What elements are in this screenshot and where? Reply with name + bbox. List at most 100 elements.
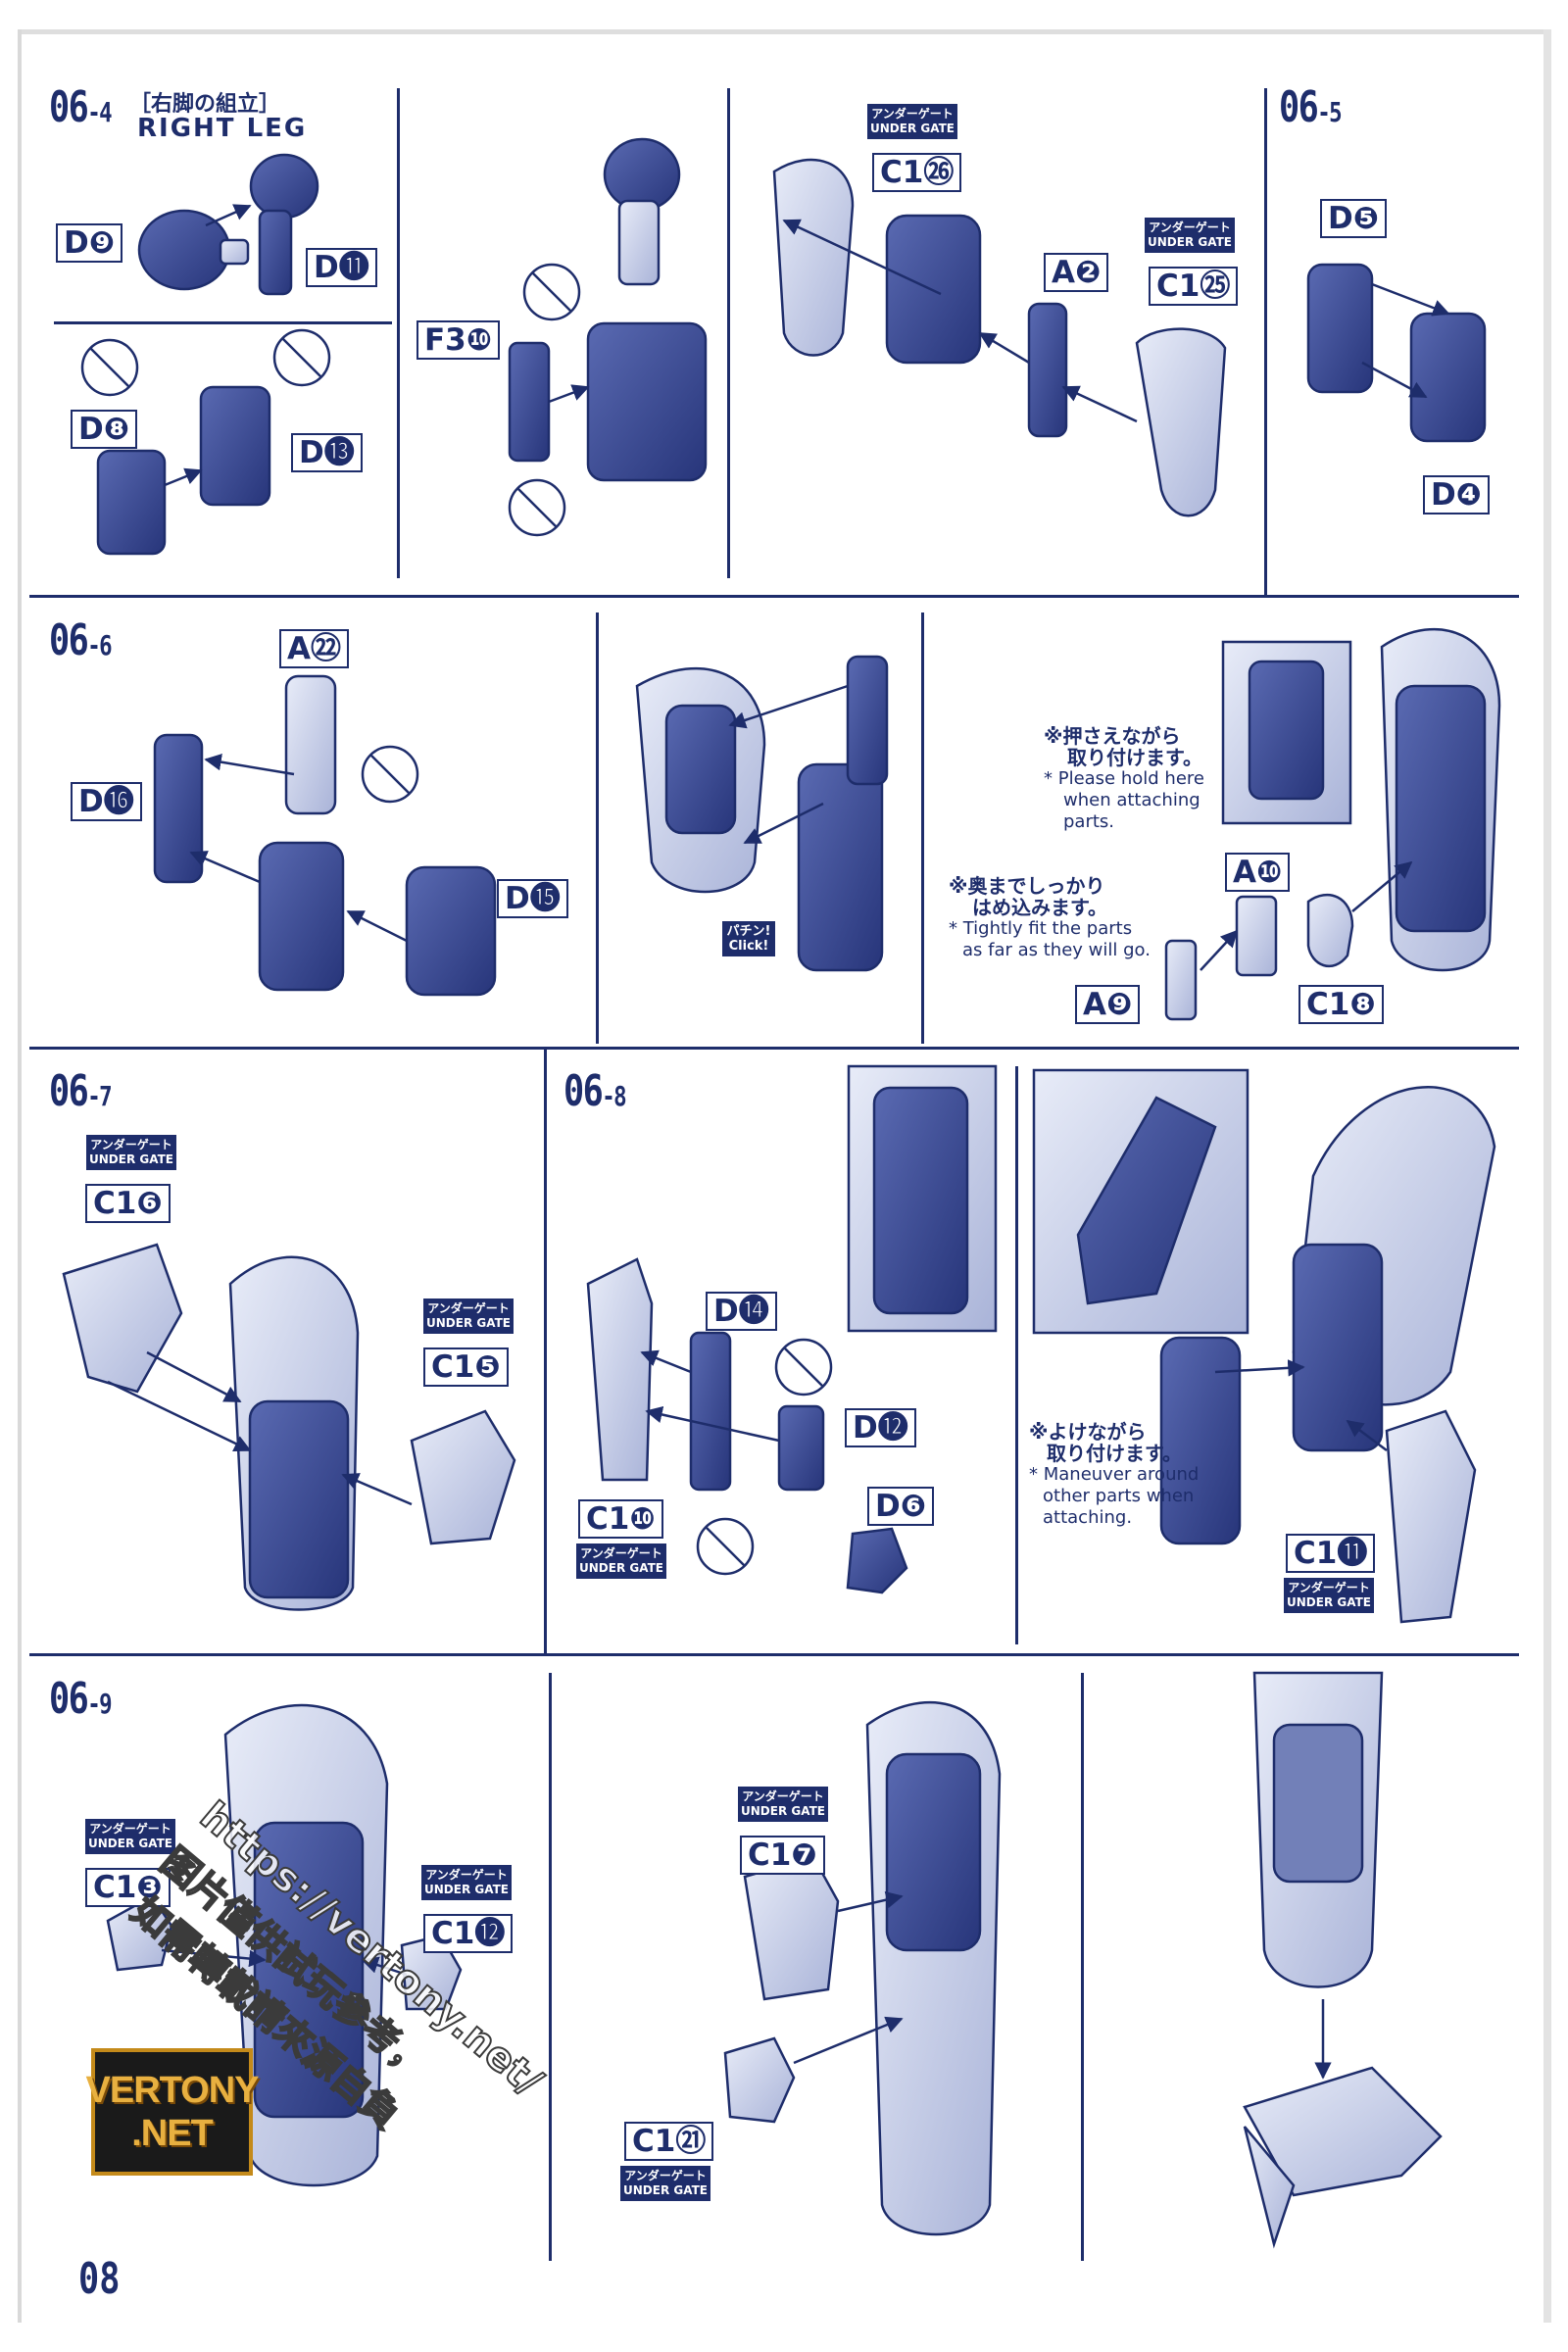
- inset-foot-part: [1076, 1096, 1217, 1305]
- step-num-sub: 4: [99, 96, 112, 128]
- part-d9-ball: [137, 209, 231, 291]
- part-c1-26: [772, 158, 855, 357]
- part-a22: [284, 674, 337, 815]
- gate-tag-jp: アンダーゲート: [89, 1822, 172, 1836]
- divider-step4-inner: [54, 321, 392, 324]
- part-d9-peg: [219, 238, 250, 266]
- note-hold-en-3: parts.: [1063, 811, 1115, 832]
- logo-line-2: .NET: [131, 2113, 214, 2154]
- step-6-6-number: 06-6: [49, 615, 113, 665]
- part-label-c1-8: C1❽: [1298, 985, 1384, 1024]
- step-6-4-title-en: RIGHT LEG: [137, 114, 308, 143]
- part-leg-final-panel: [1272, 1723, 1364, 1884]
- page-edge-top: [18, 29, 1551, 34]
- part-label-a2: A❷: [1044, 253, 1109, 292]
- step-num-main: 06: [564, 1066, 604, 1116]
- part-label-d9: D❾: [56, 223, 122, 263]
- part-label-a22: A㉒: [279, 629, 349, 668]
- gate-tag-en: UNDER GATE: [1148, 235, 1232, 249]
- part-label-c1-5: C1❺: [423, 1348, 509, 1387]
- note-maneuver-en-3: attaching.: [1043, 1507, 1133, 1528]
- part-a10: [1235, 895, 1278, 977]
- step-num-sub: 9: [99, 1688, 112, 1720]
- part-label-c1-21: C1㉑: [624, 2122, 714, 2161]
- divider-s4-a: [397, 88, 400, 578]
- part-c1-11: [1385, 1409, 1477, 1624]
- part-label-d13: D⓭: [291, 433, 363, 472]
- part-leg-core: [1395, 684, 1487, 933]
- part-d5: [1306, 263, 1374, 394]
- part-label-f3-10: F3❿: [416, 320, 500, 360]
- part-label-d4: D❹: [1423, 475, 1490, 514]
- part-d11-stem: [258, 209, 293, 296]
- part-foot: [1243, 2066, 1443, 2197]
- gate-tag-en: UNDER GATE: [88, 1837, 172, 1850]
- page-number: 08: [78, 2254, 121, 2304]
- part-leg-center-core: [248, 1399, 350, 1599]
- part-label-c1-7: C1❼: [740, 1836, 825, 1875]
- gate-tag-en: UNDER GATE: [741, 1804, 825, 1818]
- divider-s9-a: [549, 1673, 552, 2261]
- note-fit-en-1: * Tightly fit the parts: [949, 918, 1133, 939]
- part-label-d8: D❽: [71, 410, 137, 449]
- inset-detail-part: [1248, 660, 1325, 801]
- note-fit-jp-2: はめ込みます。: [972, 896, 1107, 919]
- divider-row3: [29, 1653, 1519, 1656]
- note-fit: ※奥までしっかり はめ込みます。 * Tightly fit the parts…: [949, 875, 1151, 961]
- part-label-d5: D❺: [1320, 199, 1387, 238]
- part-c1-25: [1135, 327, 1227, 517]
- part-d15: [405, 865, 497, 997]
- divider-row1: [29, 595, 1519, 598]
- note-maneuver-en-1: * Maneuver around: [1029, 1464, 1200, 1485]
- part-label-d14: D⓮: [706, 1292, 777, 1331]
- part-c1-7: [743, 1855, 840, 2001]
- part-label-d15: D⓯: [497, 879, 568, 918]
- part-d12: [777, 1404, 825, 1492]
- part-c1-5: [410, 1409, 516, 1545]
- step-num-main: 06: [49, 1066, 89, 1116]
- click-tag-en: Click!: [728, 939, 769, 954]
- part-shin-big: [1292, 1086, 1496, 1406]
- part-lower-frame: [797, 762, 884, 972]
- part-label-d16: D⓰: [71, 782, 142, 821]
- note-maneuver-en-2: other parts when: [1043, 1486, 1195, 1506]
- part-upper-leg: [635, 666, 766, 894]
- step-6-4-title-jp: ［右脚の組立］: [129, 92, 281, 117]
- page-edge-right: [1544, 29, 1551, 2323]
- part-label-c1-6: C1❻: [85, 1184, 171, 1223]
- part-knee-frame: [586, 321, 708, 482]
- note-hold-en-1: * Please hold here: [1044, 768, 1204, 789]
- step-num-sub: 5: [1329, 96, 1342, 128]
- note-hold-jp-1: ※押さえながら: [1044, 724, 1181, 748]
- part-hip-ball: [603, 137, 681, 212]
- part-d14: [689, 1331, 732, 1492]
- part-f3-10: [508, 341, 551, 463]
- part-a2: [1027, 302, 1068, 438]
- inset-foot-detail: [1032, 1068, 1250, 1335]
- step-num-main: 06: [49, 615, 89, 665]
- step-num-sub: 6: [99, 629, 112, 662]
- note-maneuver: ※よけながら 取り付けます。 * Maneuver around other p…: [1029, 1421, 1199, 1529]
- divider-s4-c: [1264, 88, 1267, 598]
- gate-tag-jp: アンダーゲート: [871, 107, 954, 121]
- part-upper-leg-inner: [664, 704, 737, 835]
- vertony-logo: VERTONY .NET: [86, 2048, 260, 2176]
- step-num-sub: 7: [99, 1080, 112, 1112]
- gate-tag-jp: アンダーゲート: [580, 1546, 662, 1560]
- part-d8: [96, 449, 167, 556]
- part-leg-final: [1252, 1671, 1384, 1988]
- step-6-7-number: 06-7: [49, 1066, 113, 1116]
- gate-tag-en: UNDER GATE: [1287, 1595, 1371, 1609]
- divider-s8-a: [1015, 1066, 1018, 1644]
- gate-tag-jp: アンダーゲート: [1149, 220, 1231, 234]
- part-label-c1-10: C1❿: [578, 1499, 663, 1539]
- gate-tag-jp: アンダーゲート: [742, 1789, 824, 1803]
- note-hold-en-2: when attaching: [1063, 790, 1200, 810]
- part-d6: [846, 1527, 908, 1594]
- part-c1-6: [62, 1243, 183, 1394]
